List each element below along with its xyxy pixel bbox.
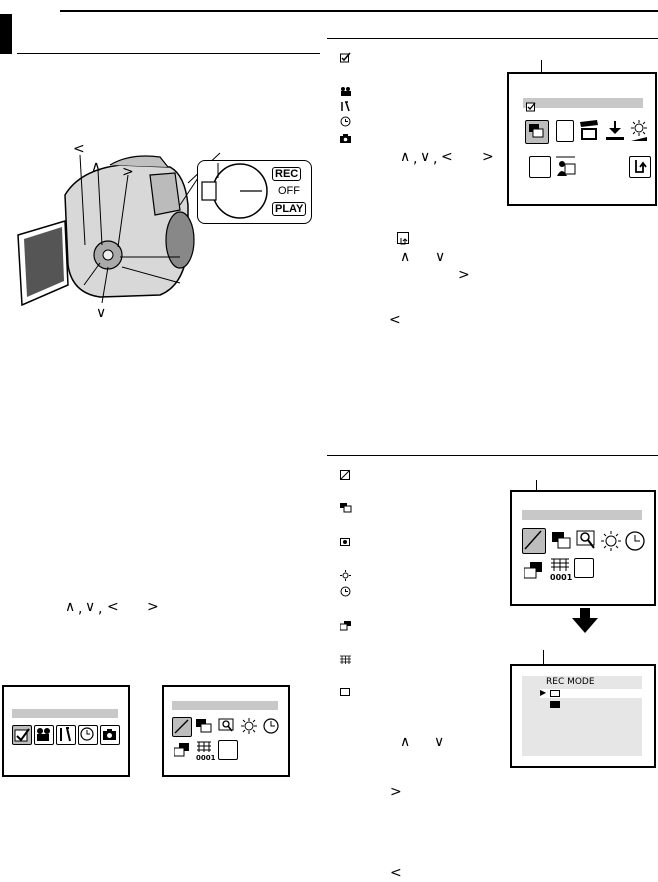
- rt-down: ∨: [420, 149, 431, 165]
- label-down-arrow: ∨: [96, 305, 107, 321]
- power-dial: [201, 163, 268, 219]
- right-top-rule: [327, 38, 658, 39]
- grid-counter: 0001: [550, 573, 573, 582]
- check-box-icon: [526, 99, 536, 117]
- rt-comma2: ,: [433, 151, 438, 167]
- slash-square-icon: [172, 717, 192, 737]
- square-icon: [556, 120, 574, 142]
- grid-icon: [340, 652, 351, 670]
- picture-in-picture-icon: [173, 743, 190, 757]
- grid-counter: 0001: [196, 754, 216, 762]
- top-rule: [60, 10, 658, 12]
- left-text-comma2: ,: [98, 601, 103, 617]
- camera-movie-icon: [340, 83, 352, 101]
- clock-icon: [78, 725, 98, 745]
- picture-in-picture-icon: [339, 618, 352, 636]
- rt3-left: <: [390, 865, 402, 881]
- magnifier-icon: [576, 530, 598, 555]
- picture-in-picture-icon: [552, 532, 572, 555]
- lcd-camera-submenu: [507, 72, 657, 206]
- label-up-arrow: ∧: [91, 159, 102, 175]
- tools-icon: [56, 725, 76, 745]
- clock-icon: [262, 717, 280, 735]
- clock-icon: [624, 530, 646, 557]
- picture-in-picture-icon: [340, 500, 352, 518]
- square-icon: [218, 740, 238, 760]
- square-icon: [550, 690, 560, 697]
- portrait-icon: [555, 156, 577, 183]
- grid-icon: [196, 740, 212, 760]
- camcorder-illustration: [17, 152, 221, 307]
- left-text-left: <: [107, 599, 119, 615]
- still-camera-icon: [100, 725, 120, 745]
- return-icon: [397, 232, 409, 245]
- lcd-rec-mode: REC MODE ▶: [510, 664, 656, 768]
- sun-icon: [629, 120, 649, 147]
- square-icon: [340, 688, 350, 696]
- lcd-menu-main: [2, 685, 130, 777]
- lcd-submenu: 0001: [162, 685, 290, 777]
- filled-square-icon: [550, 701, 560, 708]
- label-left-arrow: <: [73, 141, 85, 157]
- picture-in-picture-icon: [523, 562, 544, 585]
- section-tab: [0, 14, 12, 54]
- square-icon: [574, 558, 594, 578]
- magnifier-icon: [340, 535, 351, 553]
- down-transition-arrow: [572, 608, 598, 633]
- slash-square-icon: [522, 528, 546, 554]
- return-icon: [629, 156, 651, 178]
- rec-mode-highlight: [540, 689, 642, 698]
- rt3-down: ∨: [434, 734, 445, 750]
- rt3-right: >: [390, 784, 402, 800]
- rt-up: ∧: [400, 149, 411, 165]
- label-right-arrow: >: [122, 164, 134, 180]
- clapper-icon: [579, 120, 599, 147]
- download-icon: [605, 120, 625, 147]
- clock-icon: [340, 114, 351, 132]
- grid-icon: [550, 558, 570, 577]
- rt2-down: ∨: [435, 249, 446, 265]
- tools-icon: [340, 99, 351, 117]
- rt3-up: ∧: [400, 734, 411, 750]
- rt2-left: <: [389, 312, 401, 328]
- rt-left: <: [441, 149, 453, 165]
- clock-icon: [340, 584, 351, 602]
- viewfinder: [149, 172, 181, 216]
- left-text-down: ∨: [85, 599, 96, 615]
- rt-right: >: [482, 149, 494, 165]
- left-heading-rule: [17, 53, 320, 54]
- still-camera-icon: [340, 130, 351, 148]
- lcd-record-submenu: 0001: [510, 490, 656, 606]
- slash-square-icon: [340, 467, 350, 485]
- lens: [165, 211, 195, 269]
- sun-icon: [600, 530, 622, 557]
- camera-movie-icon: [34, 725, 54, 745]
- left-text-comma1: ,: [78, 601, 83, 617]
- square-icon: [529, 156, 551, 178]
- left-text-right: >: [147, 599, 159, 615]
- switch-off: OFF: [278, 185, 300, 197]
- rt2-right: >: [458, 267, 470, 283]
- rec-mode-cursor: ▶: [540, 688, 547, 697]
- rt-comma1: ,: [413, 151, 418, 167]
- sun-icon: [340, 568, 351, 586]
- picture-in-picture-icon: [525, 120, 549, 144]
- rt2-up: ∧: [400, 249, 411, 265]
- left-text-up: ∧: [65, 599, 76, 615]
- switch-play: PLAY: [272, 202, 307, 216]
- magnifier-icon: [218, 718, 236, 734]
- right-mid-rule: [327, 455, 658, 456]
- rec-mode-title: REC MODE: [546, 677, 595, 687]
- sun-icon: [240, 717, 258, 735]
- picture-in-picture-icon: [196, 719, 212, 733]
- check-box-icon: [340, 50, 351, 68]
- switch-rec: REC: [272, 167, 302, 181]
